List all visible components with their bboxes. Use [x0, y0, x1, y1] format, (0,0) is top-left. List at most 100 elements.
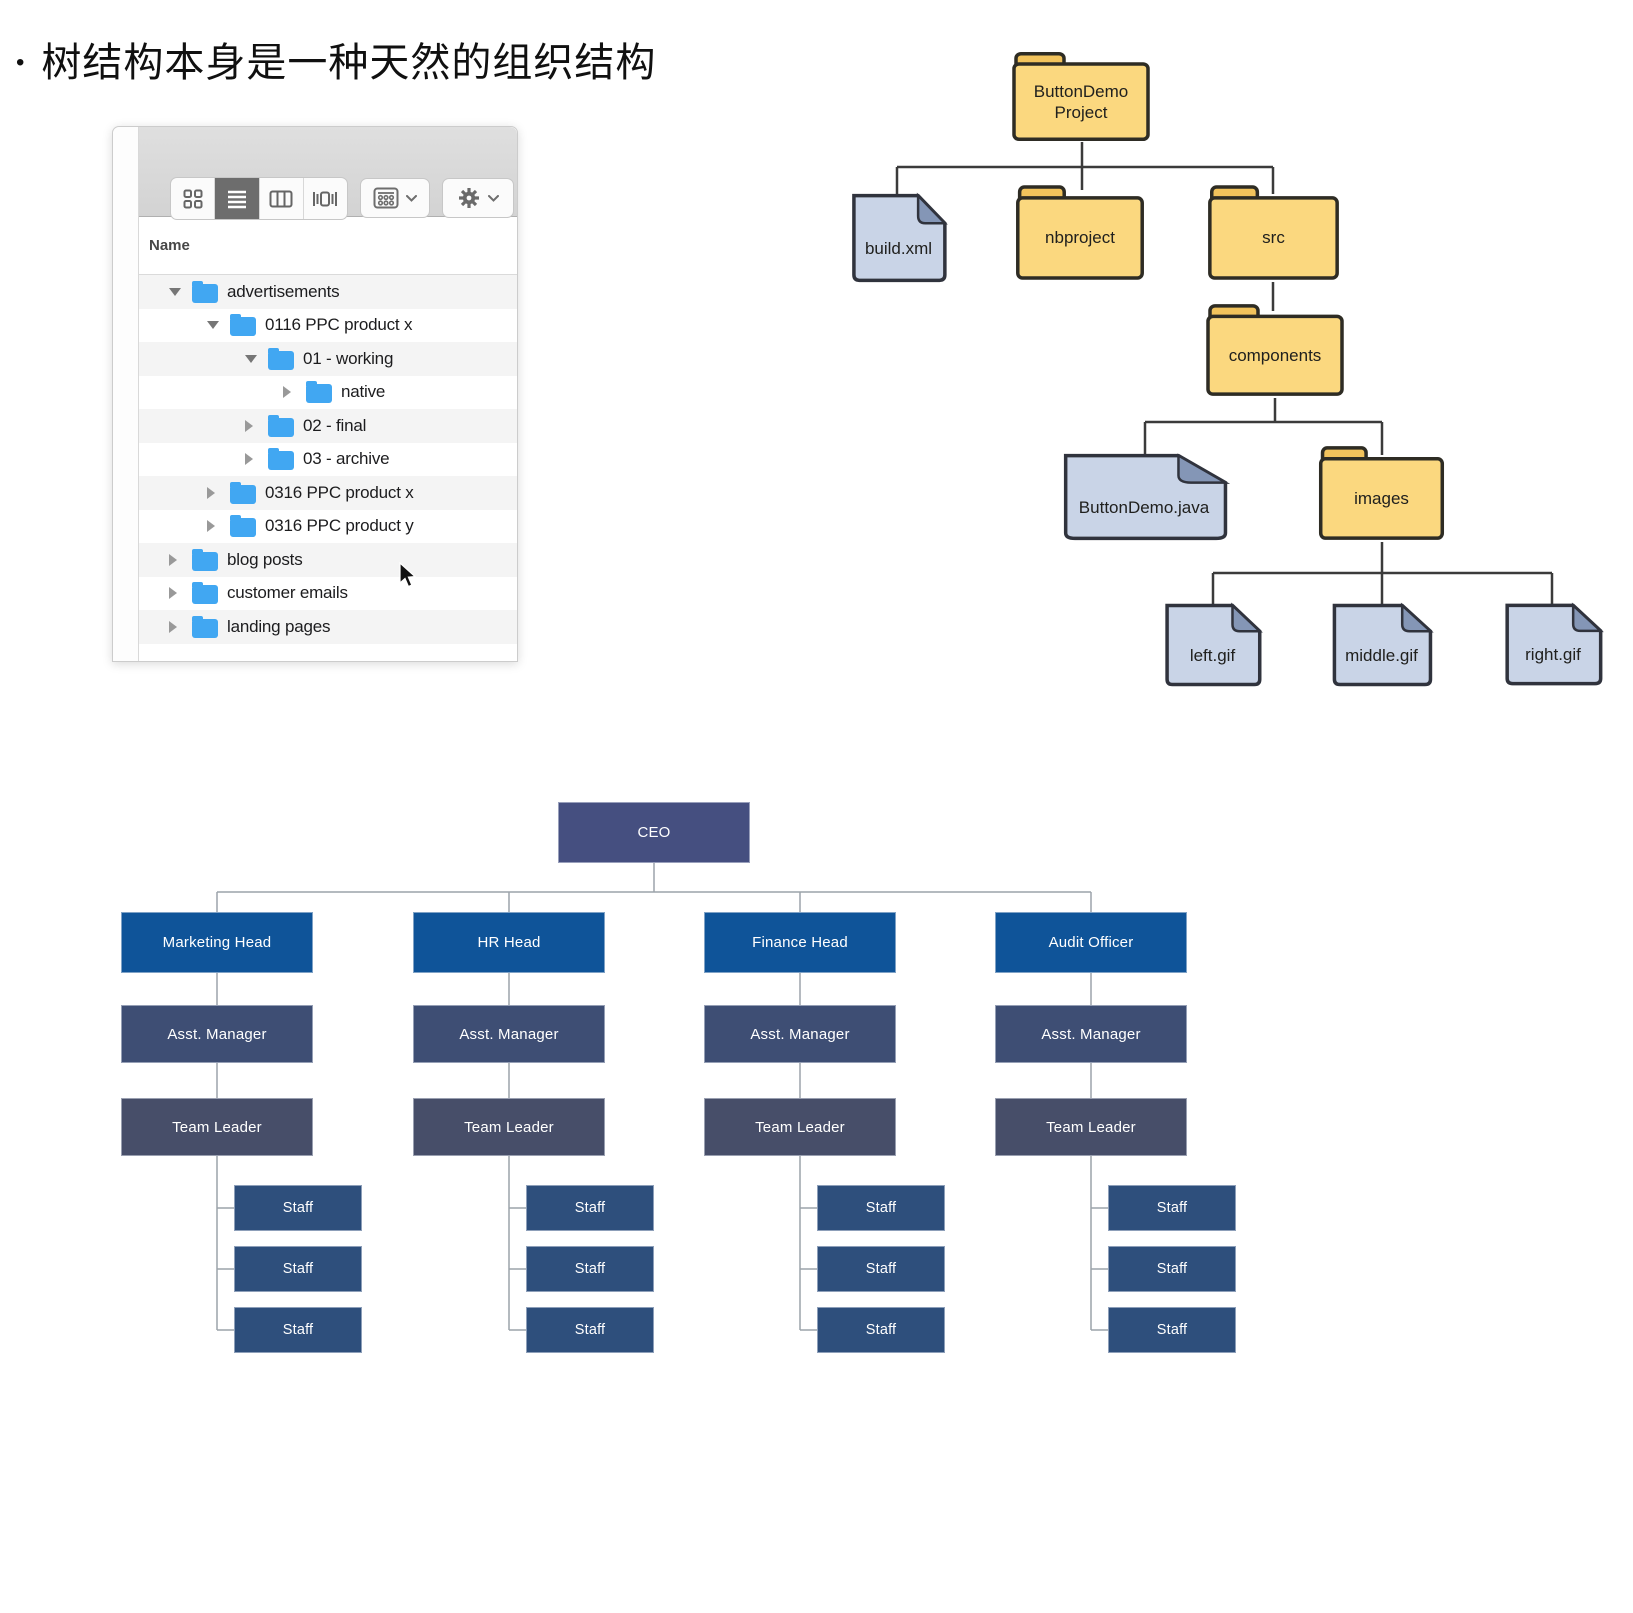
folder-icon: [230, 515, 256, 538]
finder-file-list: advertisements 0116 PPC product x 01 - w…: [139, 275, 517, 644]
folder-icon: [192, 615, 218, 638]
tree-row-native[interactable]: native: [139, 376, 517, 410]
bullet-icon: •: [16, 49, 26, 76]
chevron-down-icon: [488, 194, 499, 202]
tree-node-right-gif: right.gif: [1498, 602, 1608, 687]
view-switcher: [170, 177, 348, 220]
org-node-team-leader: Team Leader: [995, 1098, 1187, 1156]
tree-node-buttondemo-java: ButtonDemo.java: [1050, 452, 1238, 542]
tree-node-nbproject: nbproject: [1015, 183, 1145, 282]
tree-row-0316-ppc-product-y[interactable]: 0316 PPC product y: [139, 510, 517, 544]
org-node-staff: Staff: [1108, 1246, 1236, 1292]
finder-toolbar: [139, 127, 517, 220]
document-icon: [1325, 602, 1438, 688]
column-view-button[interactable]: [258, 178, 303, 219]
folder-icon: [192, 582, 218, 605]
tree-row-customer-emails[interactable]: customer emails: [139, 577, 517, 611]
name-column-header[interactable]: Name: [139, 217, 517, 275]
disclosure-down-icon[interactable]: [245, 354, 259, 363]
page-title: • 树结构本身是一种天然的组织结构: [16, 30, 656, 88]
column-view-icon: [269, 190, 293, 207]
tree-row-blog-posts[interactable]: blog posts: [139, 543, 517, 577]
disclosure-down-icon[interactable]: [207, 321, 221, 330]
mouse-cursor-icon: [399, 562, 417, 588]
folder-icon: [1318, 444, 1445, 542]
disclosure-right-icon[interactable]: [245, 419, 259, 432]
tree-row-01-working[interactable]: 01 - working: [139, 342, 517, 376]
list-view-icon: [227, 190, 246, 208]
org-node-staff: Staff: [817, 1185, 945, 1231]
grid-view-icon: [183, 189, 203, 208]
gear-icon: [459, 188, 479, 208]
icon-view-button[interactable]: [171, 178, 214, 219]
folder-icon: [1015, 183, 1145, 282]
disclosure-right-icon[interactable]: [245, 453, 259, 466]
chevron-down-icon: [406, 194, 417, 202]
disclosure-right-icon[interactable]: [169, 553, 183, 566]
finder-main: Name advertisements 0116 PPC product x 0…: [139, 127, 517, 661]
disclosure-right-icon[interactable]: [207, 486, 221, 499]
folder-icon: [268, 347, 294, 370]
org-node-staff: Staff: [817, 1246, 945, 1292]
disclosure-right-icon[interactable]: [283, 386, 297, 399]
document-icon: [1498, 602, 1608, 687]
org-node-staff: Staff: [526, 1246, 654, 1292]
org-node-asst-manager: Asst. Manager: [121, 1005, 313, 1063]
org-node-ceo: CEO: [558, 802, 750, 863]
folder-icon: [192, 280, 218, 303]
disclosure-down-icon[interactable]: [169, 287, 183, 296]
org-node-team-leader: Team Leader: [704, 1098, 896, 1156]
tree-node-src: src: [1207, 183, 1340, 282]
org-node-staff: Staff: [1108, 1185, 1236, 1231]
org-node-staff: Staff: [234, 1185, 362, 1231]
finder-window: Name advertisements 0116 PPC product x 0…: [112, 126, 518, 662]
tree-node-middle-gif: middle.gif: [1325, 602, 1438, 688]
tree-node-buttondemo-project: ButtonDemo Project: [1011, 50, 1151, 143]
org-node-team-leader: Team Leader: [121, 1098, 313, 1156]
document-icon: [1050, 452, 1238, 542]
disclosure-right-icon[interactable]: [207, 520, 221, 533]
tree-row-advertisements[interactable]: advertisements: [139, 275, 517, 309]
gallery-view-button[interactable]: [302, 178, 347, 219]
tree-node-build-xml: build.xml: [845, 192, 952, 284]
folder-icon: [230, 481, 256, 504]
org-node-staff: Staff: [526, 1307, 654, 1353]
folder-icon: [1011, 50, 1151, 143]
tree-row-0316-ppc-product-x[interactable]: 0316 PPC product x: [139, 476, 517, 510]
org-node-marketing-head: Marketing Head: [121, 912, 313, 973]
tree-row-0116-ppc-product-x[interactable]: 0116 PPC product x: [139, 309, 517, 343]
org-node-audit-officer: Audit Officer: [995, 912, 1187, 973]
org-node-staff: Staff: [1108, 1307, 1236, 1353]
folder-icon: [306, 381, 332, 404]
org-node-asst-manager: Asst. Manager: [704, 1005, 896, 1063]
org-node-staff: Staff: [234, 1307, 362, 1353]
org-node-staff: Staff: [234, 1246, 362, 1292]
folder-icon: [268, 414, 294, 437]
org-node-team-leader: Team Leader: [413, 1098, 605, 1156]
tree-row-landing-pages[interactable]: landing pages: [139, 610, 517, 644]
gallery-view-icon: [313, 191, 338, 206]
folder-icon: [192, 548, 218, 571]
org-node-staff: Staff: [817, 1307, 945, 1353]
page-title-text: 树结构本身是一种天然的组织结构: [41, 41, 657, 85]
disclosure-right-icon[interactable]: [169, 587, 183, 600]
org-node-asst-manager: Asst. Manager: [413, 1005, 605, 1063]
document-icon: [1158, 602, 1267, 688]
org-node-asst-manager: Asst. Manager: [995, 1005, 1187, 1063]
org-node-finance-head: Finance Head: [704, 912, 896, 973]
folder-icon: [230, 314, 256, 337]
folder-icon: [268, 448, 294, 471]
document-icon: [845, 192, 952, 284]
tree-row-03-archive[interactable]: 03 - archive: [139, 443, 517, 477]
group-button[interactable]: [360, 178, 430, 218]
tree-row-02-final[interactable]: 02 - final: [139, 409, 517, 443]
tree-node-left-gif: left.gif: [1158, 602, 1267, 688]
org-node-hr-head: HR Head: [413, 912, 605, 973]
disclosure-right-icon[interactable]: [169, 620, 183, 633]
tree-node-images: images: [1318, 444, 1445, 542]
action-button[interactable]: [442, 178, 514, 218]
org-node-staff: Staff: [526, 1185, 654, 1231]
list-view-button[interactable]: [214, 178, 259, 219]
tree-node-components: components: [1205, 302, 1345, 398]
